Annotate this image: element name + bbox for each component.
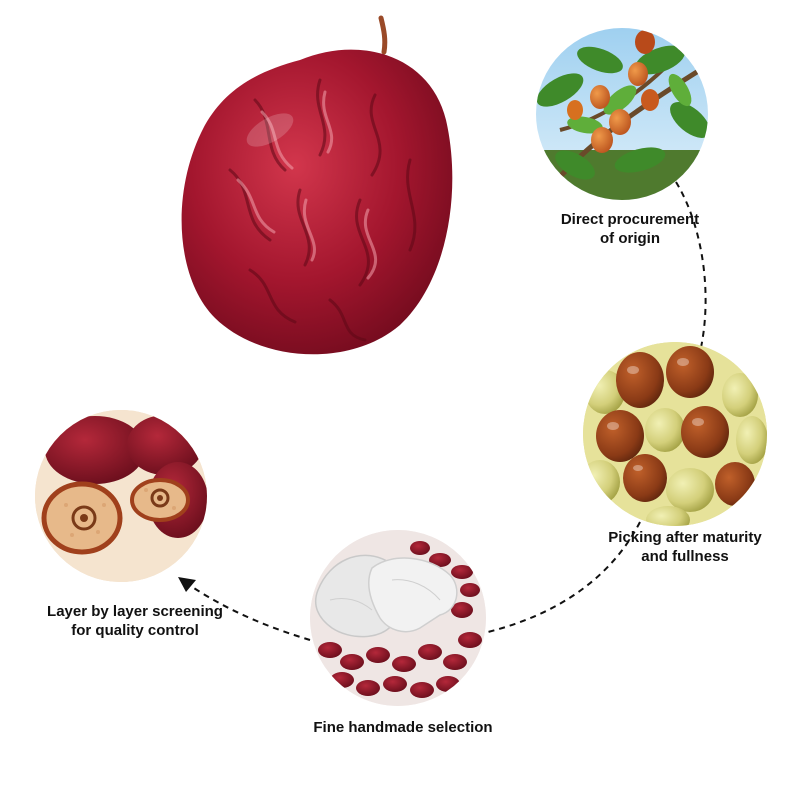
fresh-jujubes-photo (583, 342, 767, 526)
step-caption-direct-procurement: Direct procurement of origin (538, 210, 722, 248)
step-caption-picking: Picking after maturity and fullness (590, 528, 780, 566)
orchard-photo (536, 28, 708, 200)
handmade-selection-photo (310, 530, 486, 706)
step-caption-handmade-selection: Fine handmade selection (290, 718, 516, 737)
caption-line: for quality control (71, 622, 199, 639)
red-date-hero-image (181, 15, 453, 355)
caption-line: Fine handmade selection (313, 719, 493, 736)
caption-line: Layer by layer screening (47, 603, 223, 620)
caption-line: Direct procurement (560, 211, 700, 228)
arrow-head-icon (178, 577, 196, 592)
process-flow-arrows (184, 181, 707, 641)
caption-line: Picking after maturity (608, 529, 762, 546)
step-caption-layer-screening: Layer by layer screening for quality con… (22, 602, 248, 640)
caption-line: of origin (600, 230, 660, 247)
caption-line: and fullness (641, 548, 729, 565)
halved-dates-photo (35, 410, 207, 582)
